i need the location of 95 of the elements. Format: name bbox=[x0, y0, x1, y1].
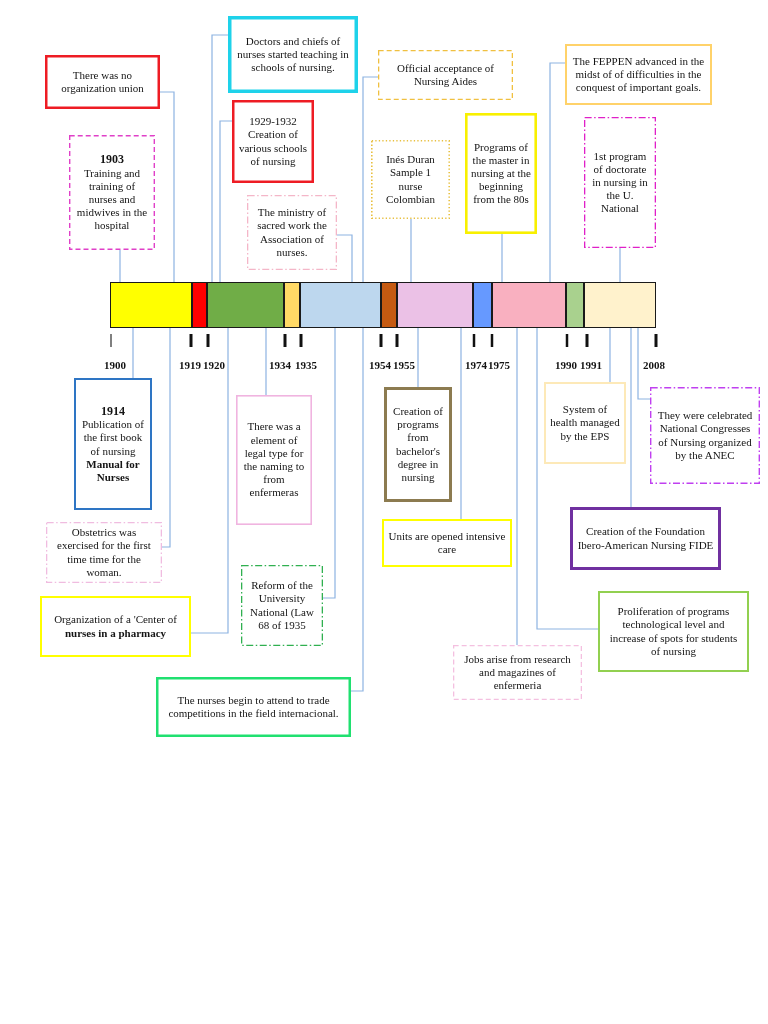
event-box bbox=[45, 55, 160, 109]
year-label: 1954 bbox=[369, 359, 391, 371]
timeline-segment bbox=[584, 282, 656, 328]
event-box bbox=[371, 140, 450, 219]
leader-line bbox=[516, 327, 518, 646]
leader-line bbox=[265, 327, 267, 396]
timeline-segment bbox=[110, 282, 192, 328]
event-text: Inés Duran Sample 1 nurse Colombian bbox=[385, 153, 436, 206]
event-text: Creation of the Foundation Ibero-American Nursing FIDE bbox=[576, 525, 715, 552]
event-box bbox=[232, 100, 314, 183]
year-heading: 1903 bbox=[100, 152, 124, 167]
event-text: Jobs arise from research and magazines of enfermeria bbox=[463, 652, 572, 693]
leader-line bbox=[630, 327, 632, 508]
event-box bbox=[40, 596, 191, 657]
leader-line bbox=[417, 327, 419, 388]
leader-line bbox=[190, 327, 229, 634]
year-label: 1975 bbox=[488, 359, 510, 371]
event-box bbox=[228, 16, 358, 93]
timeline-segment bbox=[381, 282, 397, 328]
event-text: The FEPPEN advanced in the midst of of difficulties in the conquest of important goals. bbox=[571, 54, 706, 95]
leader-line bbox=[336, 234, 353, 283]
leader-line bbox=[637, 327, 651, 400]
leader-line bbox=[536, 327, 599, 630]
event-text: The ministry of sacred work the Association of nurses. bbox=[256, 206, 328, 259]
event-box bbox=[650, 387, 760, 484]
event-box bbox=[544, 382, 626, 464]
event-box bbox=[74, 378, 152, 510]
year-label: 1990 bbox=[555, 359, 577, 371]
leader-line bbox=[132, 327, 134, 379]
timeline-segment bbox=[397, 282, 473, 328]
event-box bbox=[570, 507, 721, 570]
leader-line bbox=[211, 34, 229, 283]
timeline-segment bbox=[207, 282, 284, 328]
event-text: Programs of the master in nursing at the beginning from the 80s bbox=[471, 140, 531, 207]
year-heading: 1914 bbox=[101, 403, 125, 419]
timeline-segment bbox=[192, 282, 207, 328]
year-label: 1955 bbox=[393, 359, 415, 371]
event-text: Proliferation of programs technological level and increase of spots for students of nursing bbox=[608, 605, 739, 658]
event-box bbox=[236, 395, 312, 525]
event-box bbox=[247, 195, 337, 270]
leader-line bbox=[549, 62, 566, 283]
event-text: 1st program of doctorate in nursing in the U. National bbox=[591, 149, 649, 216]
event-box bbox=[565, 44, 712, 105]
event-box bbox=[465, 113, 537, 234]
event-text: Training and training of nurses and midwives in the hospital bbox=[75, 166, 149, 233]
leader-line bbox=[322, 327, 336, 599]
year-label: 1974 bbox=[465, 359, 487, 371]
leader-line bbox=[161, 327, 171, 548]
event-box bbox=[384, 387, 452, 502]
timeline-segment bbox=[566, 282, 584, 328]
leader-line bbox=[501, 233, 503, 283]
event-box bbox=[382, 519, 512, 567]
year-label: 1991 bbox=[580, 359, 602, 371]
leader-line bbox=[219, 120, 233, 283]
event-text: Obstetrics was exercised for the first time time for the woman. bbox=[56, 526, 152, 579]
year-label: 2008 bbox=[643, 359, 665, 371]
leader-line bbox=[609, 327, 611, 383]
leader-line bbox=[619, 247, 621, 283]
event-box bbox=[69, 135, 155, 250]
year-label: 1935 bbox=[295, 359, 317, 371]
event-box bbox=[584, 117, 656, 248]
event-box bbox=[378, 50, 513, 100]
leader-line bbox=[119, 249, 121, 283]
event-text: The nurses begin to attend to trade competitions in the field internacional. bbox=[167, 693, 340, 721]
timeline-segment bbox=[492, 282, 566, 328]
event-text: Official acceptance of Nursing Aides bbox=[396, 61, 495, 89]
event-text: Reform of the University National (Law 68 of 1935 bbox=[249, 579, 315, 632]
event-text: There was no organization union bbox=[60, 68, 145, 96]
event-box bbox=[241, 565, 323, 646]
year-label: 1919 bbox=[179, 359, 201, 371]
year-label: 1934 bbox=[269, 359, 291, 371]
event-box bbox=[46, 522, 162, 583]
leader-line bbox=[410, 218, 412, 283]
year-heading: 1929-1932 bbox=[249, 115, 297, 129]
timeline-segment bbox=[473, 282, 492, 328]
year-label: 1900 bbox=[104, 359, 126, 371]
event-text: Doctors and chiefs of nurses started teaching in schools of nursing. bbox=[236, 34, 350, 75]
timeline-segment bbox=[300, 282, 381, 328]
leader-line bbox=[159, 91, 175, 283]
event-text: Creation of various schools of nursing bbox=[238, 128, 308, 168]
event-text: System of health managed by the EPS bbox=[550, 403, 620, 443]
year-label: 1920 bbox=[203, 359, 225, 371]
leader-line bbox=[362, 76, 379, 283]
event-text: Organization of a 'Center of nurses in a pharmacy bbox=[53, 613, 178, 640]
event-box bbox=[453, 645, 582, 700]
event-box bbox=[598, 591, 749, 672]
event-text: Publication of the first book of nursing Manual for Nurses bbox=[81, 418, 145, 485]
event-box bbox=[156, 677, 351, 737]
timeline-segment bbox=[284, 282, 300, 328]
event-text: Creation of programs from bachelor's degree in nursing bbox=[392, 404, 444, 485]
event-text: They were celebrated National Congresses of Nursing organized by the ANEC bbox=[656, 409, 754, 462]
event-text: There was a element of legal type for the naming to from enfermeras bbox=[242, 420, 306, 500]
event-text: Units are opened intensive care bbox=[388, 529, 506, 557]
leader-line bbox=[460, 327, 462, 520]
leader-line bbox=[350, 327, 364, 692]
